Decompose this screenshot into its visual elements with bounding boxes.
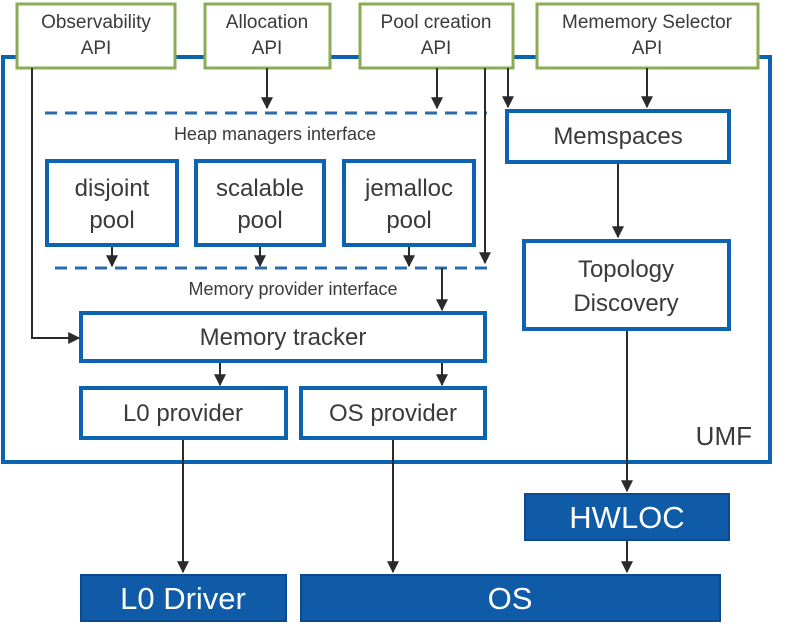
memory-selector-api-label-line2: API — [632, 38, 663, 59]
memspaces-label: Memspaces — [553, 123, 682, 150]
allocation-api-label-line1: Allocation — [226, 12, 308, 33]
l0-driver-label: L0 Driver — [120, 581, 246, 616]
memory-tracker-box: Memory tracker — [79, 311, 487, 363]
memspaces-box: Memspaces — [505, 109, 731, 164]
topology-discovery-box: Topology Discovery — [522, 239, 731, 331]
jemalloc-pool-label-line2: pool — [386, 207, 431, 234]
hwloc-box: HWLOC — [524, 493, 730, 541]
hwloc-label: HWLOC — [569, 500, 684, 535]
jemalloc-pool-box: jemalloc pool — [342, 159, 476, 247]
disjoint-pool-label-line2: pool — [89, 207, 134, 234]
pool-creation-api-box: Pool creation API — [358, 2, 515, 70]
allocation-api-box: Allocation API — [203, 2, 332, 70]
pool-creation-api-label-line2: API — [421, 38, 452, 59]
l0-provider-box: L0 provider — [79, 386, 288, 440]
allocation-api-label-line2: API — [252, 38, 283, 59]
memory-provider-interface-label: Memory provider interface — [188, 279, 397, 299]
memory-selector-api-label-line1: Mememory Selector — [562, 12, 733, 33]
os-provider-label: OS provider — [329, 400, 457, 427]
heap-managers-interface-label: Heap managers interface — [174, 124, 376, 144]
disjoint-pool-box: disjoint pool — [45, 159, 179, 247]
scalable-pool-box: scalable pool — [194, 159, 326, 247]
umf-label: UMF — [696, 421, 752, 451]
pool-creation-api-label-line1: Pool creation — [381, 12, 492, 33]
os-provider-box: OS provider — [299, 386, 487, 440]
observability-api-box: Observability API — [15, 2, 177, 70]
l0-driver-box: L0 Driver — [80, 574, 287, 622]
os-box: OS — [300, 574, 721, 622]
os-label: OS — [488, 581, 533, 616]
memory-selector-api-box: Mememory Selector API — [535, 2, 760, 70]
memory-tracker-label: Memory tracker — [200, 324, 367, 351]
observability-api-label-line1: Observability — [41, 12, 151, 33]
l0-provider-label: L0 provider — [123, 400, 243, 427]
scalable-pool-label-line1: scalable — [216, 175, 304, 202]
scalable-pool-label-line2: pool — [237, 207, 282, 234]
topology-discovery-label-line1: Topology — [578, 256, 674, 283]
jemalloc-pool-label-line1: jemalloc — [364, 175, 453, 202]
observability-to-tracker-arrow — [31, 68, 81, 344]
disjoint-pool-label-line1: disjoint — [75, 175, 150, 202]
topology-discovery-label-line2: Discovery — [573, 290, 678, 317]
observability-api-label-line2: API — [81, 38, 112, 59]
